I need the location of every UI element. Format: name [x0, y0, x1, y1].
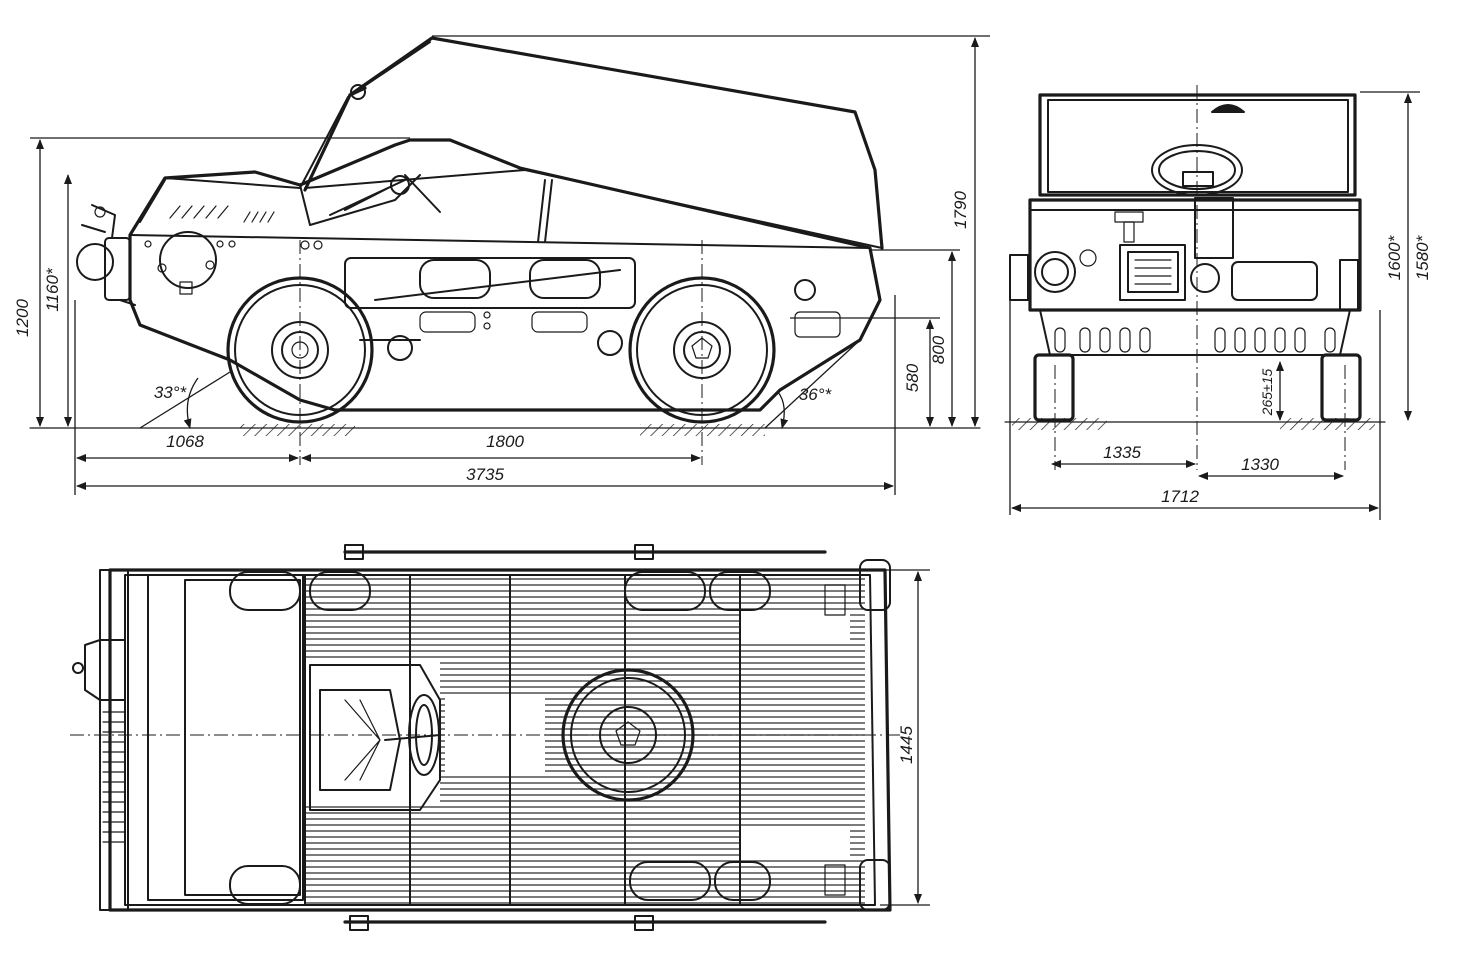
dim-axle-height: 800 [929, 335, 948, 364]
side-front-winch [76, 204, 136, 306]
dim-front-overhang: 1068 [166, 432, 204, 451]
front-view: 1600* 1580* 265±15 1335 1330 1712 [1004, 85, 1432, 520]
side-ground [29, 424, 981, 436]
dim-track-front: 1335 [1103, 443, 1141, 462]
front-hull-ribs [1054, 327, 1336, 353]
dim-front-clearance: 265±15 [1259, 368, 1275, 416]
dim-departure-angle: 36°* [799, 385, 833, 404]
dim-height-body: 1200 [13, 299, 32, 337]
side-soft-top [299, 36, 884, 250]
side-hull [128, 138, 882, 412]
dim-wheelbase: 1800 [486, 432, 524, 451]
side-louvres [169, 205, 275, 223]
dim-height-total: 1790 [951, 191, 970, 229]
dim-width: 1712 [1161, 487, 1199, 506]
side-dimensions [30, 35, 990, 495]
dim-height-body-alt: 1160* [43, 267, 62, 312]
dim-length: 3735 [466, 465, 504, 484]
dim-track-rear: 1330 [1241, 455, 1279, 474]
side-view: 1200 1160* 1790 800 580 1068 1800 3735 3… [13, 35, 990, 495]
dim-approach-angle: 33°* [154, 383, 188, 402]
top-view: 1445 [70, 544, 930, 931]
dim-top-inner-width: 1445 [897, 726, 916, 764]
dim-front-height: 1600* [1385, 234, 1404, 280]
dim-front-height-alt: 1580* [1413, 234, 1432, 280]
dim-ground-clearance: 580 [903, 363, 922, 392]
